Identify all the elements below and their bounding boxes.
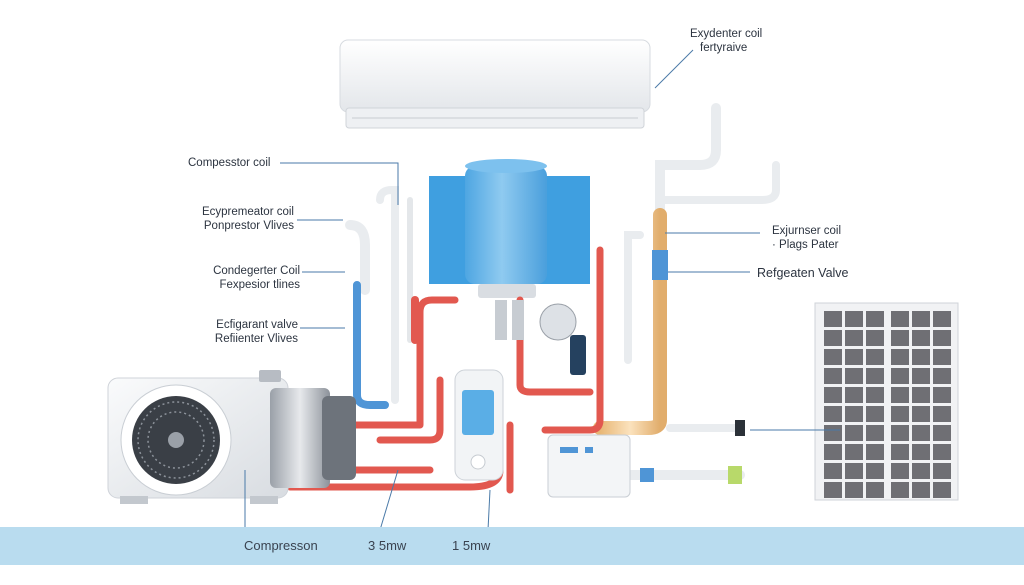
solar-cell [912,368,930,384]
label-bottom-15: 1 5mw [452,538,491,553]
solar-cell [845,444,863,460]
solar-cell [845,311,863,327]
solar-cell [824,425,842,441]
solar-cell [891,482,909,498]
solar-cell [824,444,842,460]
label-cond-2: Fexpesior tlines [219,279,300,291]
controller [454,369,504,481]
solar-cell [845,330,863,346]
solar-cell [891,311,909,327]
solar-cell [933,330,951,346]
solar-cell [912,406,930,422]
solar-cell [866,368,884,384]
solar-cell [933,463,951,479]
solar-cell [824,406,842,422]
solar-cell [845,406,863,422]
solar-cell [866,425,884,441]
label-compressor-coil: Compesstor coil [188,157,271,169]
label-top-right-1: Exydenter coil [690,28,763,40]
pump-assembly [495,300,586,375]
label-bottom-compressor: Compresson [244,538,318,553]
solar-cell [845,368,863,384]
solar-cell [891,368,909,384]
solar-cell [933,349,951,365]
solar-cell [891,444,909,460]
solar-cell [824,311,842,327]
solar-cell [933,425,951,441]
label-refrig-1: Ecfigarant valve [216,319,298,331]
solar-cell [866,482,884,498]
solar-cell [891,406,909,422]
floor-band [0,527,1024,565]
solar-panel [814,302,959,501]
label-top-right-2: fertyraive [700,42,748,54]
solar-cell [891,425,909,441]
solar-cell [866,311,884,327]
right-piping [593,103,780,484]
solar-cell [824,368,842,384]
solar-cell [912,482,930,498]
solar-cell [912,444,930,460]
solar-cell [845,349,863,365]
solar-cell [933,444,951,460]
solar-cell [824,349,842,365]
solar-cell [912,463,930,479]
solar-cell [912,330,930,346]
floor-edge [0,565,1024,585]
solar-cell [891,463,909,479]
solar-cell [933,482,951,498]
label-evap-1: Ecypremeator coil [201,206,294,218]
solar-cell [891,387,909,403]
solar-cell [912,349,930,365]
solar-cell [824,330,842,346]
solar-cell [866,406,884,422]
solar-cell [912,425,930,441]
storage-tank [429,159,590,298]
label-right-mid-2: · Plags Pater [772,239,839,251]
solar-cell [891,349,909,365]
solar-cell [845,387,863,403]
leader-lines [244,49,840,531]
left-piping [345,186,419,409]
solar-cell [912,311,930,327]
solar-cell [933,387,951,403]
solar-cell [824,463,842,479]
solar-cell [866,349,884,365]
solar-cell [866,330,884,346]
label-right-mid-1: Exjurnser coil [772,225,842,237]
solar-cell [933,406,951,422]
solar-cell [845,482,863,498]
indoor-unit [339,39,651,129]
solar-cell [866,444,884,460]
solar-cell [933,311,951,327]
solar-cell [933,368,951,384]
label-bottom-35: 3 5mw [368,538,407,553]
solar-cell [845,425,863,441]
electronic-box [547,434,631,498]
label-cond-1: Condegerter Coil [213,265,300,277]
solar-cell [824,387,842,403]
solar-cell [824,482,842,498]
label-evap-2: Ponprestor Vlives [203,220,294,232]
outdoor-unit [107,370,356,504]
solar-cell [912,387,930,403]
label-refgeaten-valve: Refgeaten Valve [757,266,849,280]
solar-cell [845,463,863,479]
solar-cell [866,387,884,403]
solar-cell [891,330,909,346]
solar-cell [866,463,884,479]
label-refrig-2: Refiienter Vlives [214,333,298,345]
